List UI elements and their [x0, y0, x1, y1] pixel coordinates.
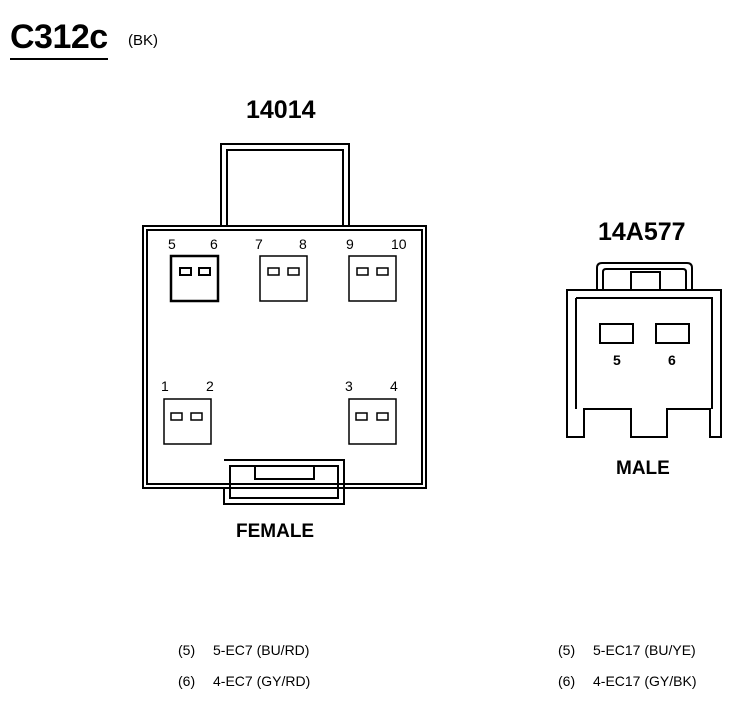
- male-connector-body: [566, 262, 722, 438]
- female-wire-circuit-6: 4-EC7 (GY/RD): [213, 673, 311, 689]
- female-cavity-5-6: [169, 254, 220, 303]
- male-wire-circuit-6: 4-EC17 (GY/BK): [593, 673, 697, 689]
- male-part-number: 14A577: [598, 218, 686, 246]
- male-wire-circuit-5: 5-EC17 (BU/YE): [593, 642, 696, 658]
- female-cavity-7-8: [259, 255, 308, 302]
- male-pin-label-5: 5: [613, 352, 621, 368]
- female-cavity-9-10: [348, 255, 397, 302]
- female-pin-label-8: 8: [299, 236, 307, 252]
- male-pin-label-6: 6: [668, 352, 676, 368]
- female-wire-circuit-5: 5-EC7 (BU/RD): [213, 642, 310, 658]
- female-pin-label-7: 7: [255, 236, 263, 252]
- female-pin-label-10: 10: [391, 236, 407, 252]
- female-label: FEMALE: [236, 521, 315, 542]
- female-wire-pin-5: (5): [178, 642, 196, 658]
- female-cavity-3-4: [348, 398, 397, 445]
- male-wire-pin-6: (6): [558, 673, 576, 689]
- female-pin-label-3: 3: [345, 378, 353, 394]
- connector-id: C312c: [10, 18, 108, 60]
- female-pin-label-1: 1: [161, 378, 169, 394]
- female-pin-label-5: 5: [168, 236, 176, 252]
- male-wire-pin-5: (5): [558, 642, 576, 658]
- female-pin-label-9: 9: [346, 236, 354, 252]
- connector-color: (BK): [128, 32, 158, 49]
- female-pin-label-6: 6: [210, 236, 218, 252]
- female-connector-body: [142, 143, 427, 505]
- male-label: MALE: [616, 458, 670, 479]
- female-wire-pin-6: (6): [178, 673, 196, 689]
- female-pin-label-2: 2: [206, 378, 214, 394]
- female-cavity-1-2: [163, 398, 212, 445]
- female-part-number: 14014: [246, 96, 316, 124]
- female-pin-label-4: 4: [390, 378, 398, 394]
